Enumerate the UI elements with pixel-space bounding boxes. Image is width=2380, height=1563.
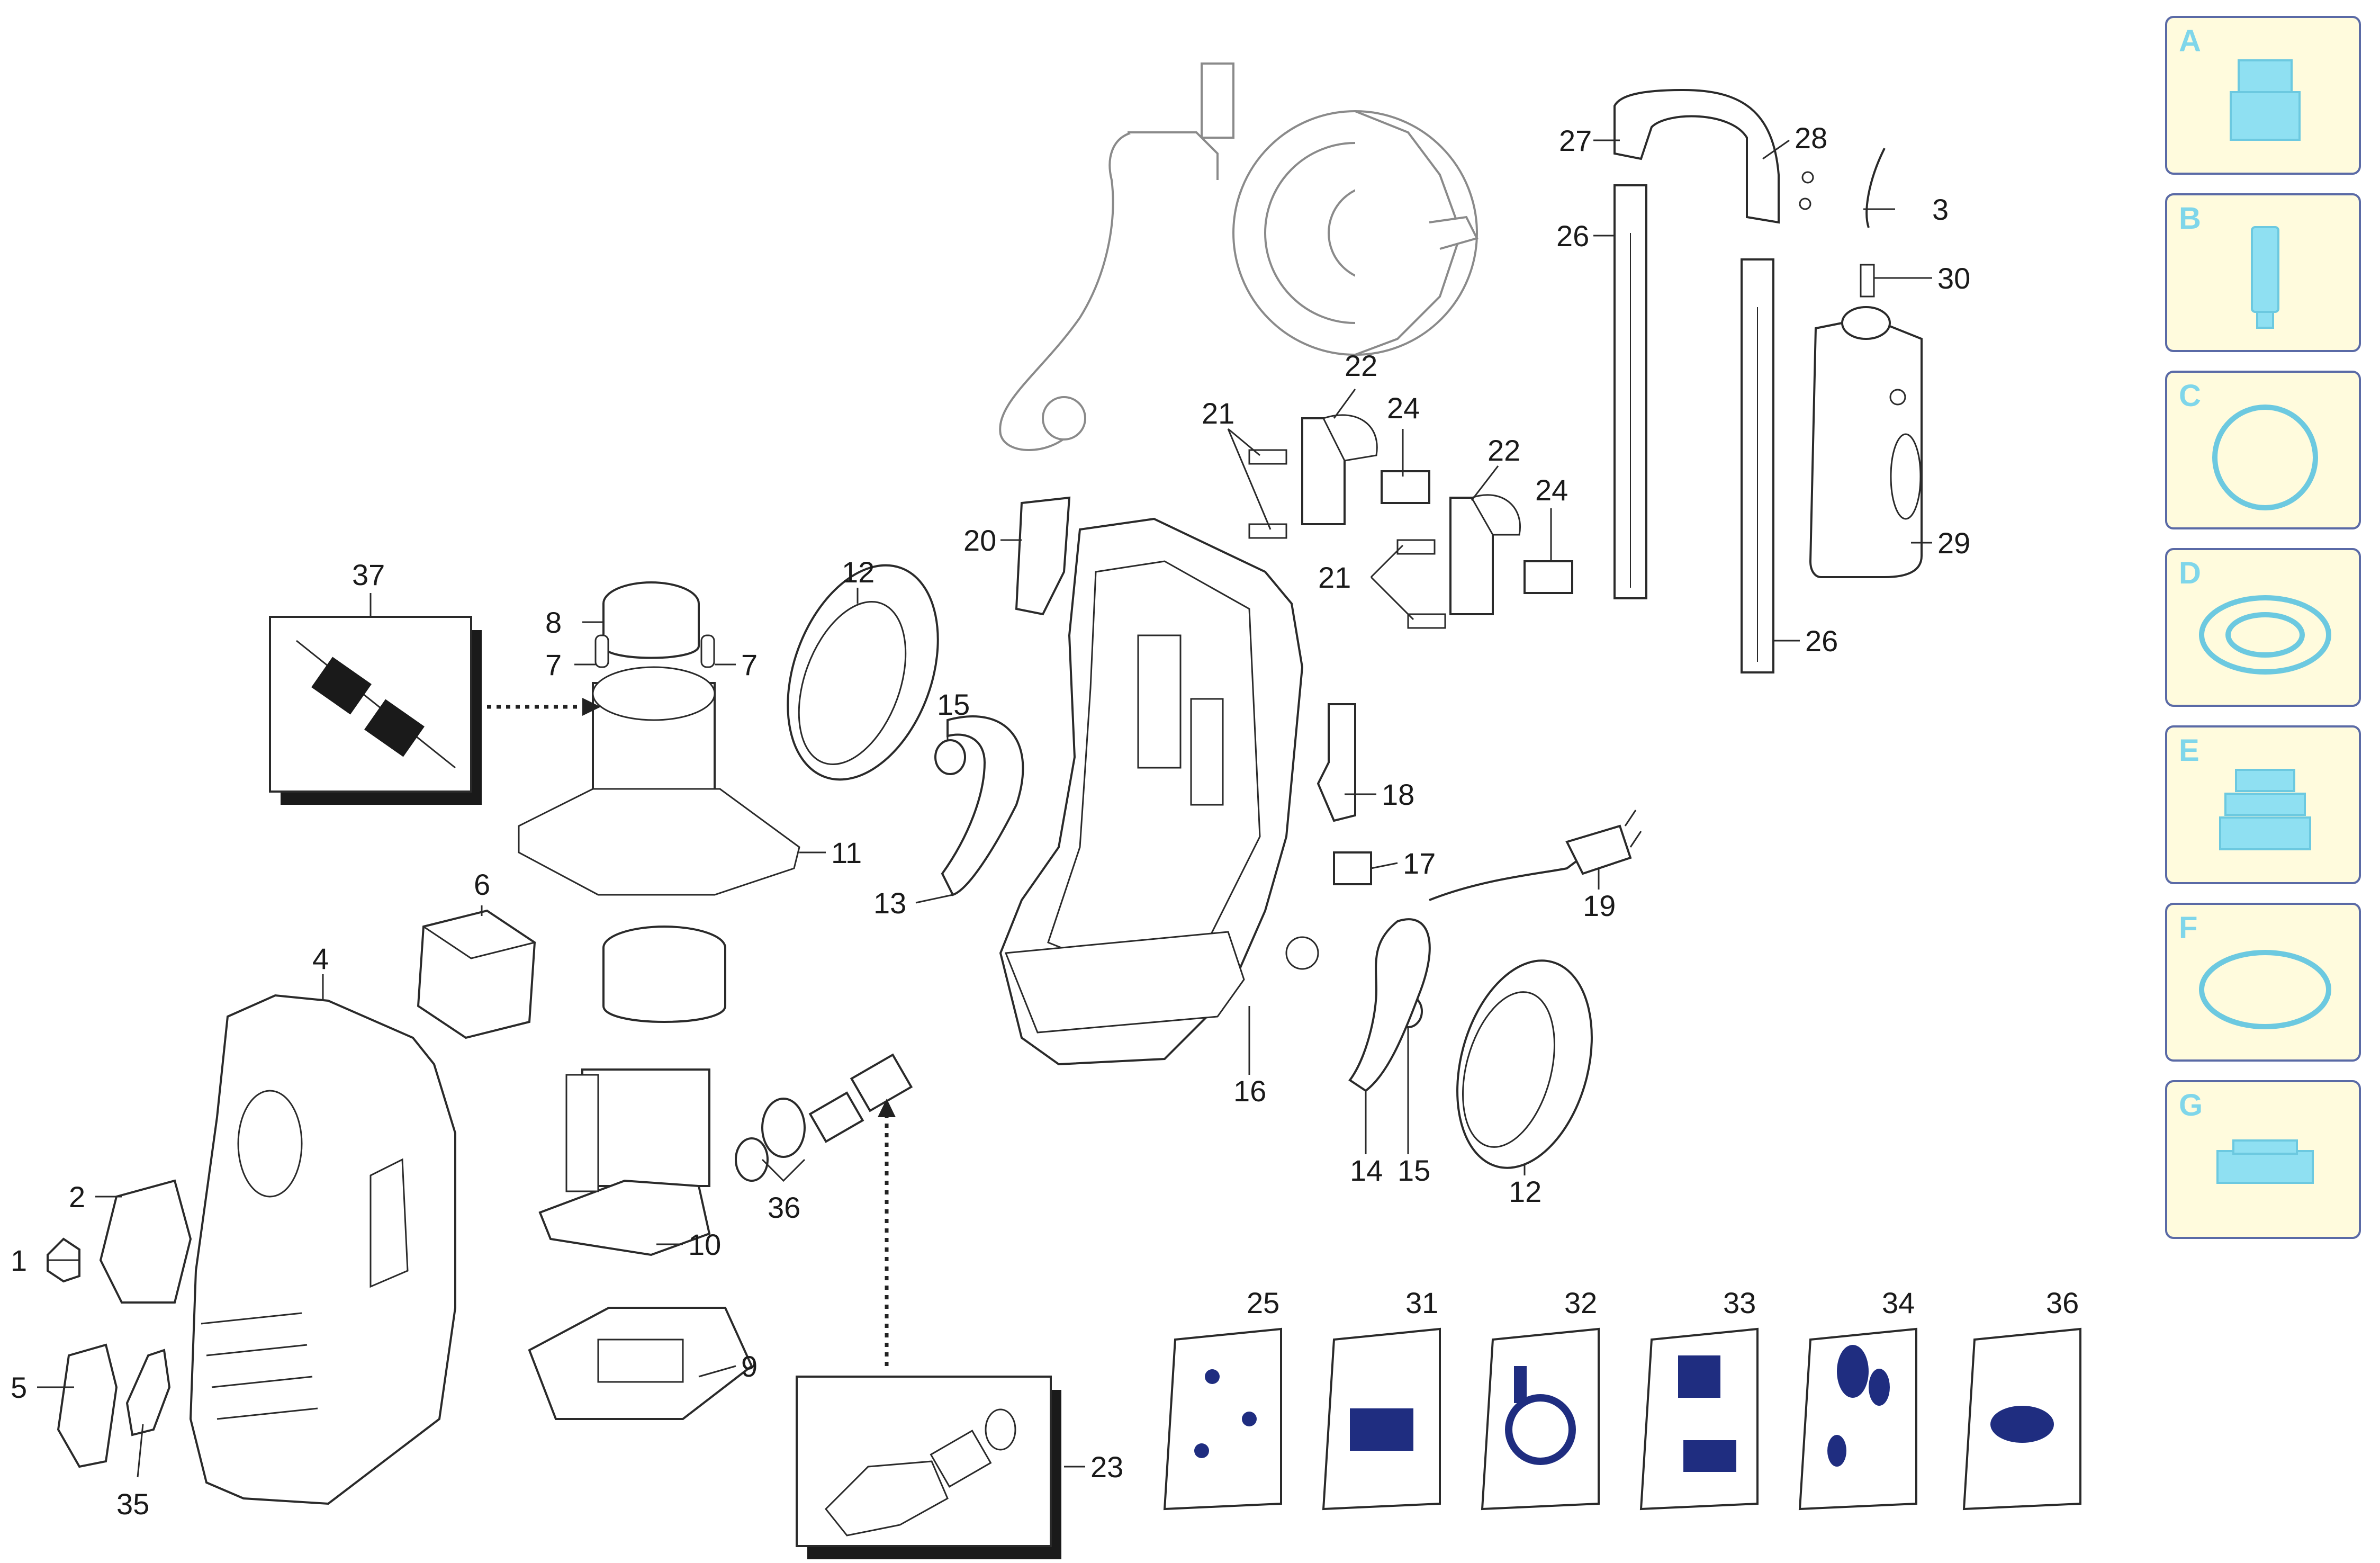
category-tile-a[interactable]: A xyxy=(2165,16,2361,175)
callout-22-upper: 22 xyxy=(1345,349,1377,382)
callout-8: 8 xyxy=(545,606,562,639)
pointer-arrowhead-37 xyxy=(582,698,601,716)
part-36-connectors xyxy=(735,1053,913,1182)
callout-5: 5 xyxy=(11,1371,27,1404)
callout-12-upper: 12 xyxy=(842,555,875,589)
callout-labels: 1 2 3 4 5 6 7 7 8 9 10 11 12 12 13 14 15… xyxy=(11,121,2079,1521)
callout-7-right: 7 xyxy=(741,648,758,681)
callout-9: 9 xyxy=(741,1350,758,1383)
callout-36-kit: 36 xyxy=(2046,1286,2079,1319)
callout-22-lower: 22 xyxy=(1488,434,1520,467)
hose-reel-drawing xyxy=(999,62,1479,451)
category-tile-b[interactable]: B xyxy=(2165,193,2361,352)
handle-assembly-drawing xyxy=(1613,88,1814,673)
part-19-power-cord xyxy=(1429,810,1642,901)
callout-13: 13 xyxy=(873,886,906,920)
callout-11: 11 xyxy=(831,836,862,869)
callout-26-lower: 26 xyxy=(1805,624,1838,658)
callout-27: 27 xyxy=(1559,124,1592,157)
part-20-clip xyxy=(1015,496,1071,616)
callout-36-connector: 36 xyxy=(768,1191,800,1224)
category-tile-c[interactable]: C xyxy=(2165,371,2361,529)
callout-34: 34 xyxy=(1882,1286,1915,1319)
flange-gasket-icon xyxy=(2212,405,2318,510)
callout-35: 35 xyxy=(116,1487,149,1521)
kit-bag-32 xyxy=(1481,1327,1600,1511)
callout-4: 4 xyxy=(312,942,329,975)
callout-28: 28 xyxy=(1795,121,1827,155)
part-18-bracket xyxy=(1317,703,1356,822)
tile-letter: F xyxy=(2179,911,2198,945)
callout-7-left: 7 xyxy=(545,648,562,681)
callout-24-lower: 24 xyxy=(1535,473,1568,507)
callout-25: 25 xyxy=(1247,1286,1279,1319)
tile-letter: E xyxy=(2179,733,2199,768)
part-4-housing-cover xyxy=(189,994,456,1505)
part-17-switch xyxy=(1333,851,1372,885)
part-35-clip xyxy=(125,1349,171,1436)
bracket-parts-drawing xyxy=(1248,414,1573,629)
callout-16: 16 xyxy=(1233,1074,1266,1108)
callout-19: 19 xyxy=(1583,889,1616,922)
callout-15-upper: 15 xyxy=(937,688,970,721)
callout-21-lower: 21 xyxy=(1318,561,1351,594)
callout-6: 6 xyxy=(474,868,490,901)
callout-24-upper: 24 xyxy=(1387,391,1420,425)
part-23-inset-box xyxy=(796,1376,1061,1559)
cylinder-pin-icon xyxy=(2251,226,2279,329)
callout-2: 2 xyxy=(69,1180,85,1214)
tile-letter: C xyxy=(2179,379,2201,413)
callout-18: 18 xyxy=(1382,778,1414,811)
callout-17: 17 xyxy=(1403,847,1436,880)
o-ring-icon xyxy=(2199,950,2331,1029)
callout-32: 32 xyxy=(1564,1286,1597,1319)
callout-10: 10 xyxy=(688,1228,721,1261)
callout-14: 14 xyxy=(1350,1154,1383,1187)
callout-26-upper: 26 xyxy=(1556,219,1589,253)
kit-bag-25 xyxy=(1163,1327,1282,1511)
callout-12-lower: 12 xyxy=(1509,1175,1541,1208)
leader-lines xyxy=(37,139,1932,1478)
motor-assembly-drawing xyxy=(518,581,800,896)
frame-housing-drawing xyxy=(999,517,1319,1066)
tile-letter: G xyxy=(2179,1088,2203,1122)
category-tile-e[interactable]: E xyxy=(2165,725,2361,884)
callout-23: 23 xyxy=(1090,1450,1123,1484)
callout-31: 31 xyxy=(1405,1286,1438,1319)
category-tile-g[interactable]: G xyxy=(2165,1080,2361,1239)
part-9-base-plate xyxy=(528,1307,753,1420)
seal-ring-icon xyxy=(2199,595,2331,675)
callout-20: 20 xyxy=(963,524,996,557)
wheel-lower-drawing xyxy=(1348,918,1593,1169)
callout-15-lower: 15 xyxy=(1398,1154,1430,1187)
callout-3: 3 xyxy=(1932,193,1949,226)
tile-letter: D xyxy=(2179,556,2201,590)
callout-1: 1 xyxy=(11,1244,27,1277)
flat-seal-icon xyxy=(2216,1139,2314,1184)
wheel-upper-drawing xyxy=(787,564,1024,896)
callout-21-upper: 21 xyxy=(1202,397,1234,430)
bellows-icon xyxy=(2219,769,2311,850)
part-2-cap xyxy=(99,1179,192,1304)
connector-icon xyxy=(2230,59,2301,141)
detergent-tank-drawing xyxy=(1809,148,1923,578)
callout-37: 37 xyxy=(352,558,385,591)
kit-bags xyxy=(1163,1327,2081,1511)
pointer-arrowhead-23 xyxy=(878,1099,896,1117)
part-6-capacitor-box xyxy=(417,909,536,1039)
callout-30: 30 xyxy=(1937,262,1970,295)
kit-bag-34 xyxy=(1798,1327,1917,1511)
part-10-pump-motor xyxy=(538,926,726,1256)
tile-letter: B xyxy=(2179,201,2201,236)
category-tile-f[interactable]: F xyxy=(2165,903,2361,1062)
callout-33: 33 xyxy=(1723,1286,1756,1319)
part-37-inset-box xyxy=(269,616,482,805)
callout-29: 29 xyxy=(1937,526,1970,560)
part-5-holder xyxy=(57,1343,118,1468)
category-tile-d[interactable]: D xyxy=(2165,548,2361,707)
tile-letter: A xyxy=(2179,24,2201,58)
